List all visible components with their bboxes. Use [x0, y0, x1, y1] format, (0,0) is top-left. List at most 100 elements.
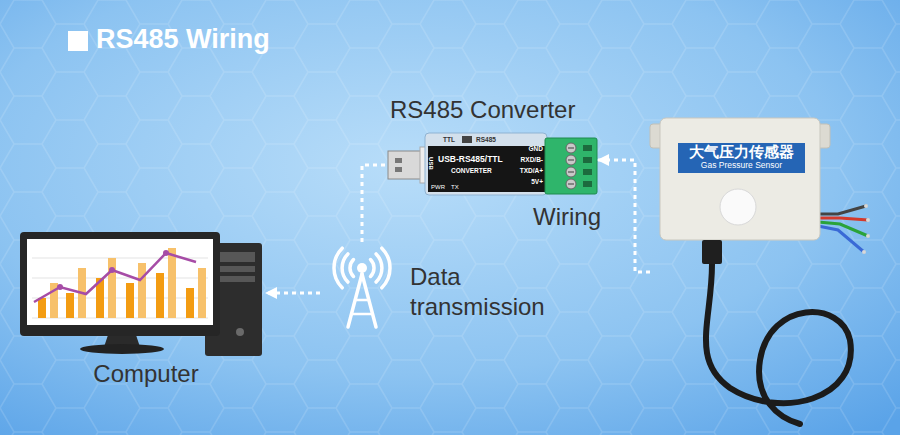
sensor-illustration: [702, 240, 722, 264]
computer-illustration: [126, 283, 134, 318]
computer-illustration: [108, 258, 116, 318]
edge-label: Wiring: [533, 203, 601, 231]
sensor-illustration: [862, 204, 870, 254]
converter-illustration: [395, 167, 402, 172]
node-text: RXD/B-: [521, 156, 543, 163]
node-text: RS485: [476, 136, 496, 143]
sensor-illustration: [866, 218, 870, 222]
sensor-illustration: [818, 218, 868, 220]
computer-illustration: [27, 239, 213, 325]
converter-illustration: [568, 148, 574, 184]
converter-illustration: [395, 158, 402, 163]
dotted-connector: [265, 292, 320, 295]
sensor-illustration: [866, 234, 870, 238]
antenna-icon: [355, 299, 369, 302]
sensor-illustration: [862, 250, 866, 254]
converter-illustration: [388, 133, 597, 195]
sensor-illustration: [818, 206, 866, 214]
node-text: GND: [529, 145, 543, 152]
computer-illustration: [138, 263, 146, 318]
antenna-icon: [334, 248, 342, 288]
computer-illustration: [34, 253, 196, 302]
node-text: 5V+: [531, 178, 543, 185]
converter-illustration: [568, 171, 574, 172]
node-text: USB: [427, 157, 434, 170]
converter-illustration: [425, 133, 547, 195]
dotted-connector: [597, 160, 650, 272]
sensor-illustration: [720, 189, 756, 225]
computer-illustration: [38, 298, 46, 318]
node-text: TTL: [443, 136, 455, 143]
computer-illustration: [32, 278, 208, 279]
node-text: TX: [451, 184, 459, 191]
node-text: Data transmission: [410, 262, 575, 322]
sensor-illustration: [660, 118, 820, 240]
sensor-node: 大气压力传感器Gas Pressure Sensor: [650, 115, 880, 427]
computer-illustration: [66, 293, 74, 318]
dotted-connector: [362, 165, 385, 245]
diagram-title: RS485 Wiring: [96, 24, 270, 55]
sensor-illustration: [706, 264, 851, 424]
computer-illustration: [168, 248, 176, 318]
computer-illustration: [156, 273, 164, 318]
sensor-illustration: [818, 226, 864, 252]
computer-illustration: [80, 344, 164, 354]
computer-illustration: [57, 250, 169, 290]
node-text: Gas Pressure Sensor: [701, 161, 782, 171]
node-text: RS485 Converter: [390, 96, 575, 124]
computer-illustration: [32, 298, 208, 299]
sensor-illustration: [678, 143, 805, 173]
computer-illustration: [32, 318, 208, 319]
converter-illustration: [428, 146, 545, 192]
converter-illustration: [566, 167, 576, 177]
computer-illustration: [236, 328, 244, 336]
converter-illustration: [462, 136, 472, 143]
computer-illustration: [163, 250, 169, 256]
computer-illustration: [109, 267, 115, 273]
converter-illustration: [583, 181, 592, 187]
node-text: USB-RS485/TTL: [438, 155, 503, 165]
converter-illustration: [568, 183, 574, 184]
computer-illustration: [32, 258, 208, 318]
computer-illustration: [20, 232, 262, 356]
converter-illustration: [568, 147, 574, 148]
node-text: CONVERTER: [451, 167, 492, 174]
converter-illustration: [566, 143, 576, 153]
node-text: 大气压力传感器: [689, 144, 794, 161]
converter-illustration: [388, 151, 424, 179]
computer-node: Computer: [15, 228, 265, 394]
node-text: Computer: [93, 360, 198, 388]
sensor-illustration: [864, 204, 868, 208]
antenna-icon: [371, 260, 375, 277]
converter-illustration: [566, 143, 576, 189]
computer-illustration: [186, 288, 194, 318]
antenna-icon: [376, 254, 382, 282]
computer-illustration: [198, 268, 206, 318]
antenna-icon: [350, 260, 354, 277]
converter-illustration: [568, 159, 574, 160]
converter-illustration: [583, 145, 592, 187]
sensor-illustration: [650, 118, 870, 424]
converter-illustration: [566, 179, 576, 189]
antenna-node: Data transmission: [320, 245, 582, 330]
title-square: [68, 31, 88, 51]
converter-illustration: [583, 169, 592, 175]
computer-illustration: [57, 284, 63, 290]
converter-illustration: [583, 145, 592, 151]
antenna-icon: [352, 313, 372, 316]
antenna-icon: [357, 263, 367, 273]
computer-illustration: [20, 232, 220, 336]
converter-illustration: [583, 157, 592, 163]
sensor-illustration: [818, 206, 868, 252]
antenna-icon: [382, 248, 390, 288]
converter-node: RS485 ConverterTTL RS485USB-RS485/TTL CONV…: [385, 94, 597, 197]
title-square: [68, 31, 88, 51]
converter-illustration: [566, 155, 576, 165]
converter-illustration: [545, 138, 597, 194]
node-text: TXD/A+: [520, 167, 543, 174]
antenna-icon: [342, 254, 348, 282]
